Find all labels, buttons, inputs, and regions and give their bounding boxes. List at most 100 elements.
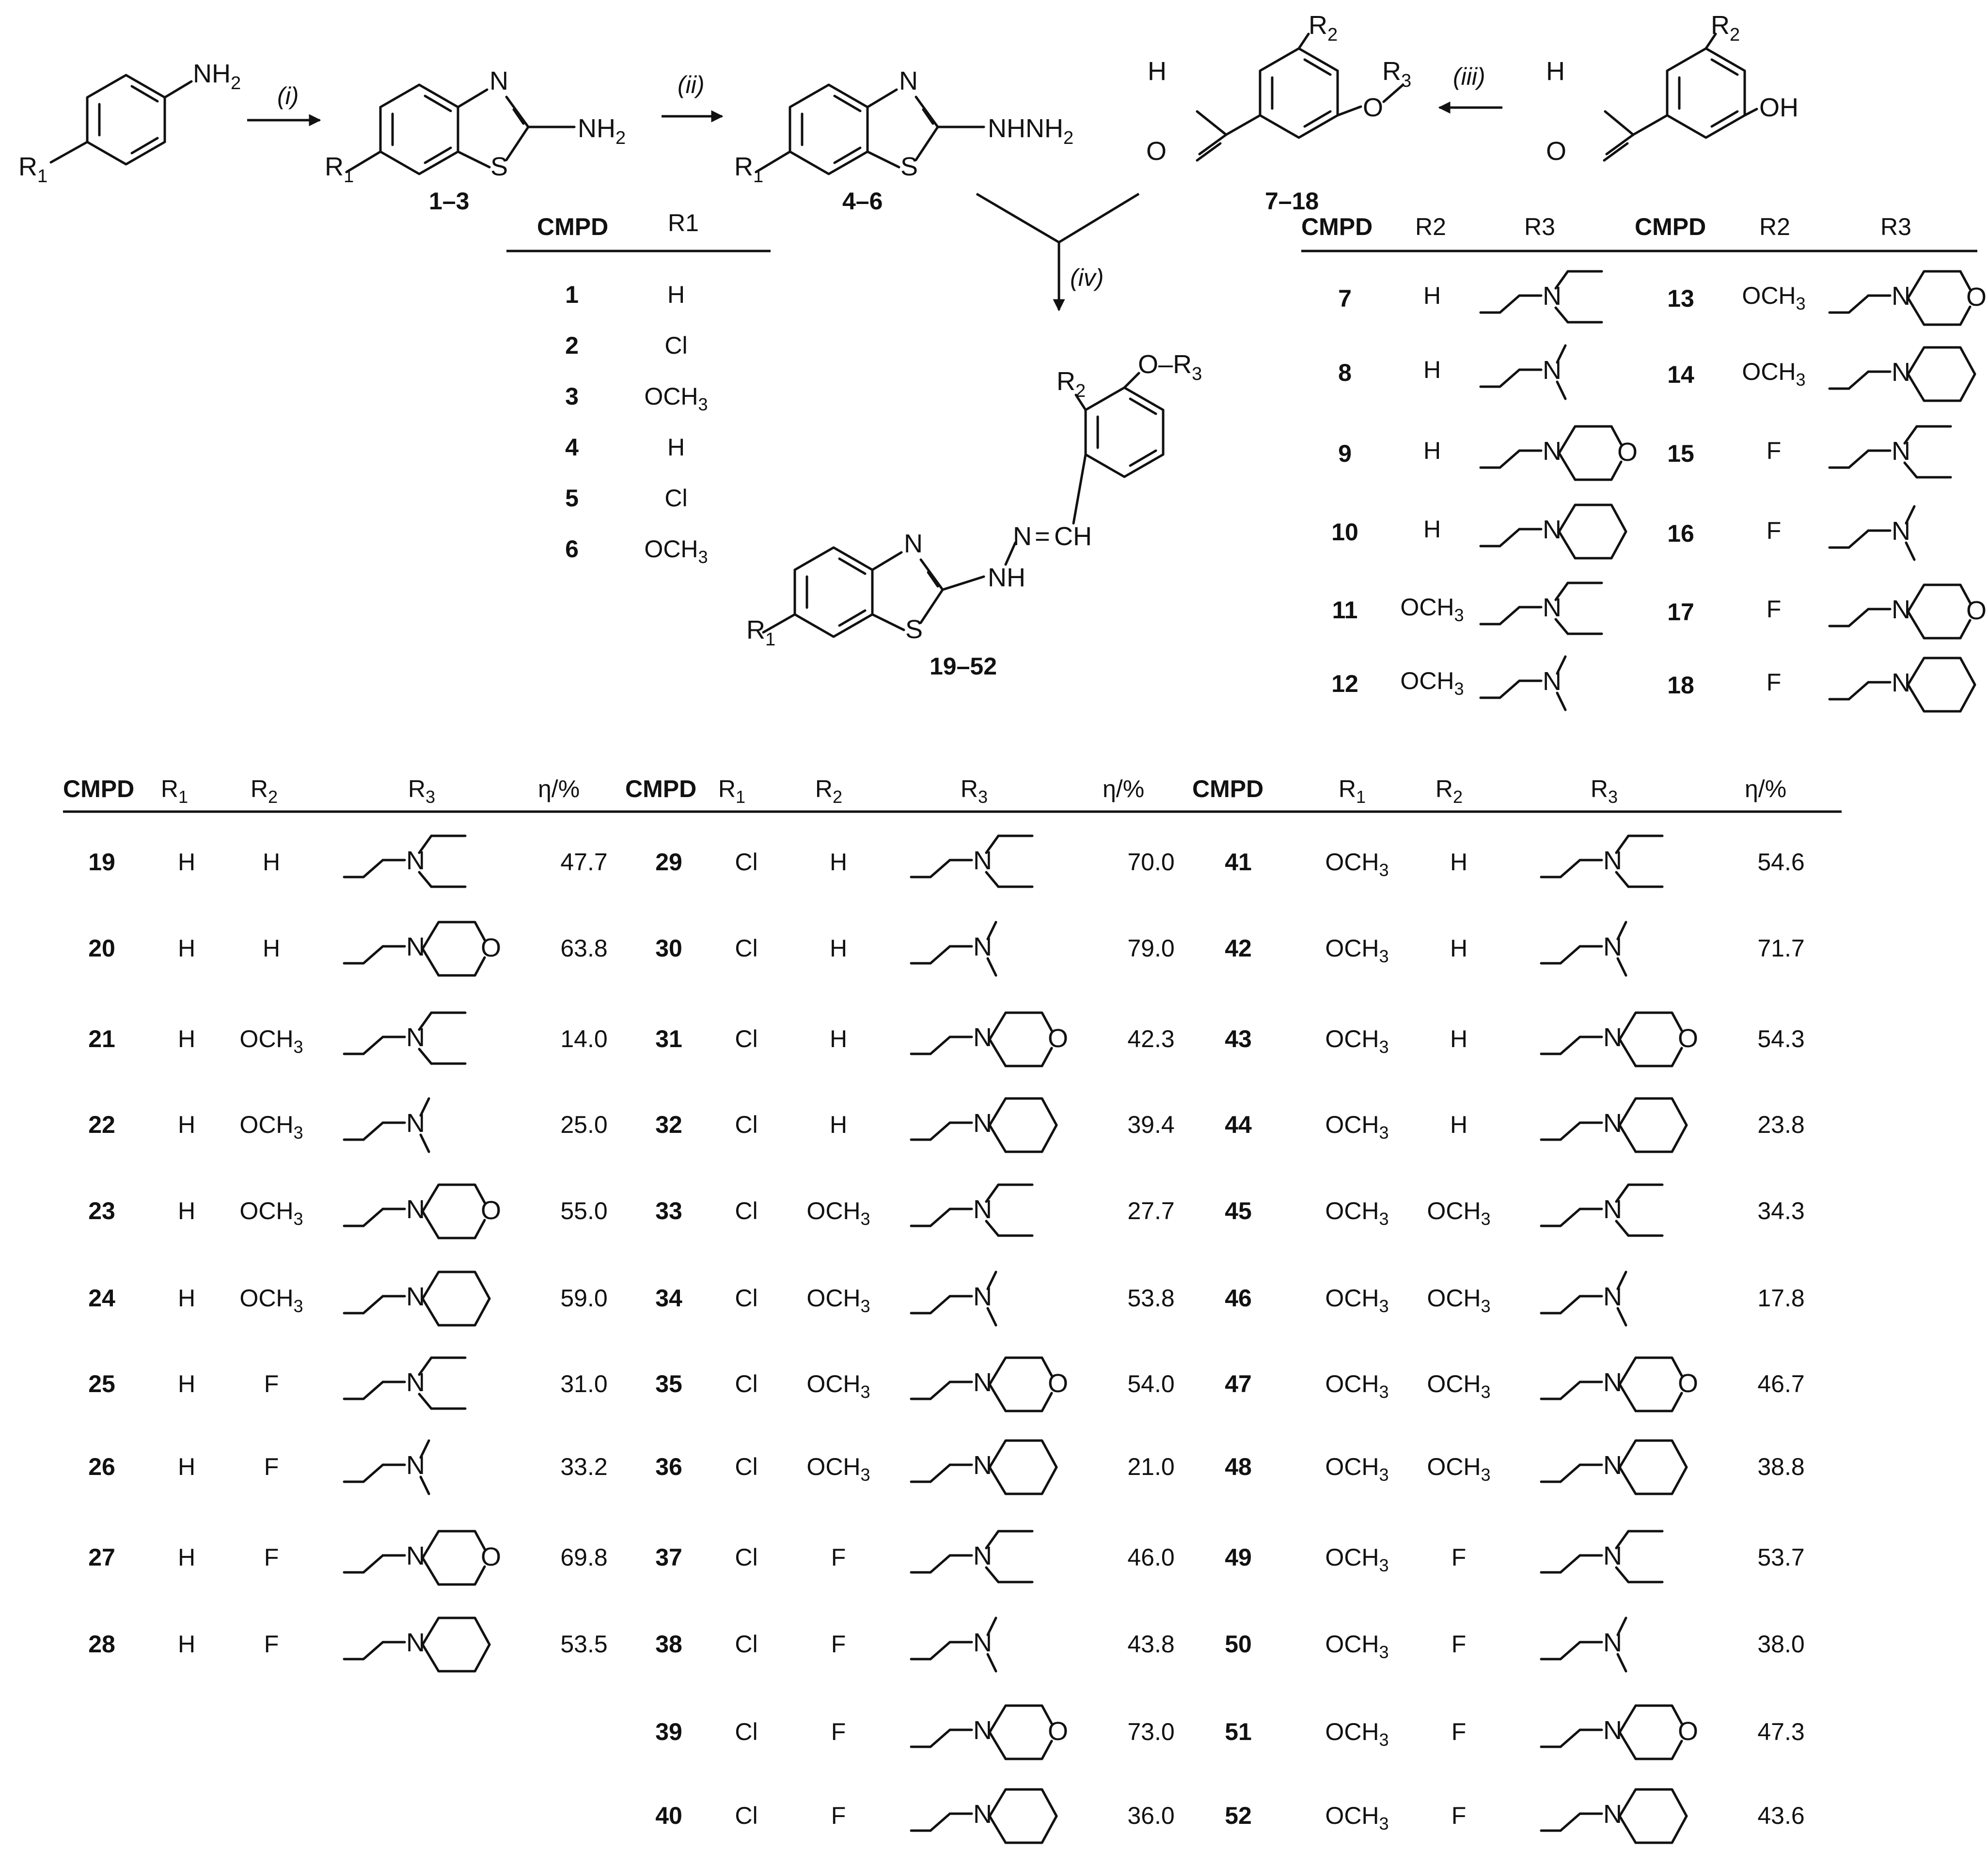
r3-diethylaminoethyl-structure: N [343, 834, 467, 888]
svg-text:O–R3: O–R3 [1138, 350, 1202, 384]
r1-value: OCH3 [1325, 1285, 1388, 1316]
compound-number: 30 [655, 935, 682, 962]
svg-text:O: O [1678, 1024, 1698, 1053]
r3-piperidinoethyl-structure: N [910, 1439, 1058, 1495]
label-1-3: 1–3 [429, 188, 469, 215]
compound-number: 28 [88, 1631, 115, 1658]
yield-value: 54.0 [1127, 1370, 1174, 1397]
r3-piperidinoethyl-structure: N [343, 1270, 491, 1327]
compound-number: 24 [88, 1285, 115, 1312]
r2-value: H [263, 935, 280, 962]
compound-number: 48 [1225, 1453, 1252, 1480]
svg-text:N: N [973, 1716, 992, 1745]
compound-number: 1 [565, 281, 579, 308]
svg-text:CH: CH [1054, 522, 1092, 551]
svg-text:R2: R2 [1309, 11, 1338, 45]
svg-text:R1: R1 [734, 152, 763, 187]
svg-text:O: O [1966, 596, 1987, 625]
r2-value: OCH3 [806, 1453, 870, 1485]
header-yield: η/% [538, 775, 580, 802]
yield-value: 63.8 [560, 935, 607, 962]
yield-value: 17.8 [1757, 1285, 1804, 1312]
compound-number: 39 [655, 1718, 682, 1745]
r1-value: Cl [735, 1718, 757, 1745]
r3-dimethylaminoethyl-structure: N [910, 1270, 997, 1327]
r2-value: H [830, 1025, 847, 1052]
yield-value: 53.5 [560, 1631, 607, 1658]
svg-text:N: N [973, 1109, 992, 1138]
svg-text:N: N [406, 1628, 425, 1657]
aminobenzothiazole-structure: N S NH2 R1 1–3 [325, 66, 626, 215]
r1-value: OCH3 [1325, 935, 1388, 966]
r2-value: OCH3 [1427, 1197, 1490, 1229]
r1-value: H [178, 935, 195, 962]
yield-value: 46.0 [1127, 1544, 1174, 1571]
r2-value: OCH3 [806, 1285, 870, 1316]
svg-text:N: N [406, 1195, 425, 1224]
r2-value: OCH3 [1427, 1453, 1490, 1485]
r3-dimethylaminoethyl-structure: N [1540, 1270, 1627, 1327]
r3-piperidinoethyl-structure: N [343, 1616, 491, 1673]
r1-value: OCH3 [644, 535, 708, 567]
r3-diethylaminoethyl-structure: N [910, 834, 1034, 888]
svg-text:O: O [1048, 1024, 1068, 1053]
svg-text:R2: R2 [1711, 11, 1740, 45]
svg-text:N: N [1892, 668, 1910, 697]
r1-value: OCH3 [1325, 848, 1388, 880]
r1-value: OCH3 [1325, 1197, 1388, 1229]
r1-value: Cl [735, 1197, 757, 1224]
svg-text:S: S [490, 152, 508, 181]
compound-number: 19 [88, 848, 115, 876]
svg-text:R3: R3 [1382, 57, 1411, 91]
r1-value: H [178, 1111, 195, 1138]
compound-number: 43 [1225, 1025, 1252, 1052]
svg-text:N: N [1603, 1023, 1622, 1052]
yield-value: 21.0 [1127, 1453, 1174, 1480]
svg-text:O: O [481, 1196, 501, 1225]
r2-value: OCH3 [239, 1285, 303, 1316]
svg-text:O: O [481, 933, 501, 962]
r2-value: F [1452, 1544, 1467, 1571]
r1-value: H [667, 434, 685, 461]
aniline-structure: NH2 R1 [18, 59, 241, 187]
yield-value: 46.7 [1757, 1370, 1804, 1397]
yield-value: 47.7 [560, 848, 607, 876]
compound-number: 33 [655, 1197, 682, 1224]
compound-number: 25 [88, 1370, 115, 1397]
r3-diethylaminoethyl-structure: N [1479, 270, 1603, 324]
yield-value: 59.0 [560, 1285, 607, 1312]
amine-label: NH2 [193, 59, 241, 94]
r2-value: F [1767, 437, 1782, 464]
r1-value: OCH3 [1325, 1453, 1388, 1485]
r2-value: OCH3 [239, 1025, 303, 1057]
yield-value: 36.0 [1127, 1802, 1174, 1829]
svg-text:(i): (i) [277, 82, 299, 110]
yield-value: 54.3 [1757, 1025, 1804, 1052]
svg-text:S: S [905, 615, 923, 644]
r1-value: OCH3 [1325, 1544, 1388, 1575]
yield-value: 25.0 [560, 1111, 607, 1138]
compound-number: 50 [1225, 1631, 1252, 1658]
svg-text:O: O [1048, 1717, 1068, 1746]
r1-value: Cl [735, 1631, 757, 1658]
compound-number: 42 [1225, 935, 1252, 962]
r2-value: H [1450, 848, 1467, 876]
svg-text:=: = [1035, 522, 1050, 551]
svg-text:N: N [904, 529, 923, 558]
label-19-52: 19–52 [930, 653, 997, 680]
